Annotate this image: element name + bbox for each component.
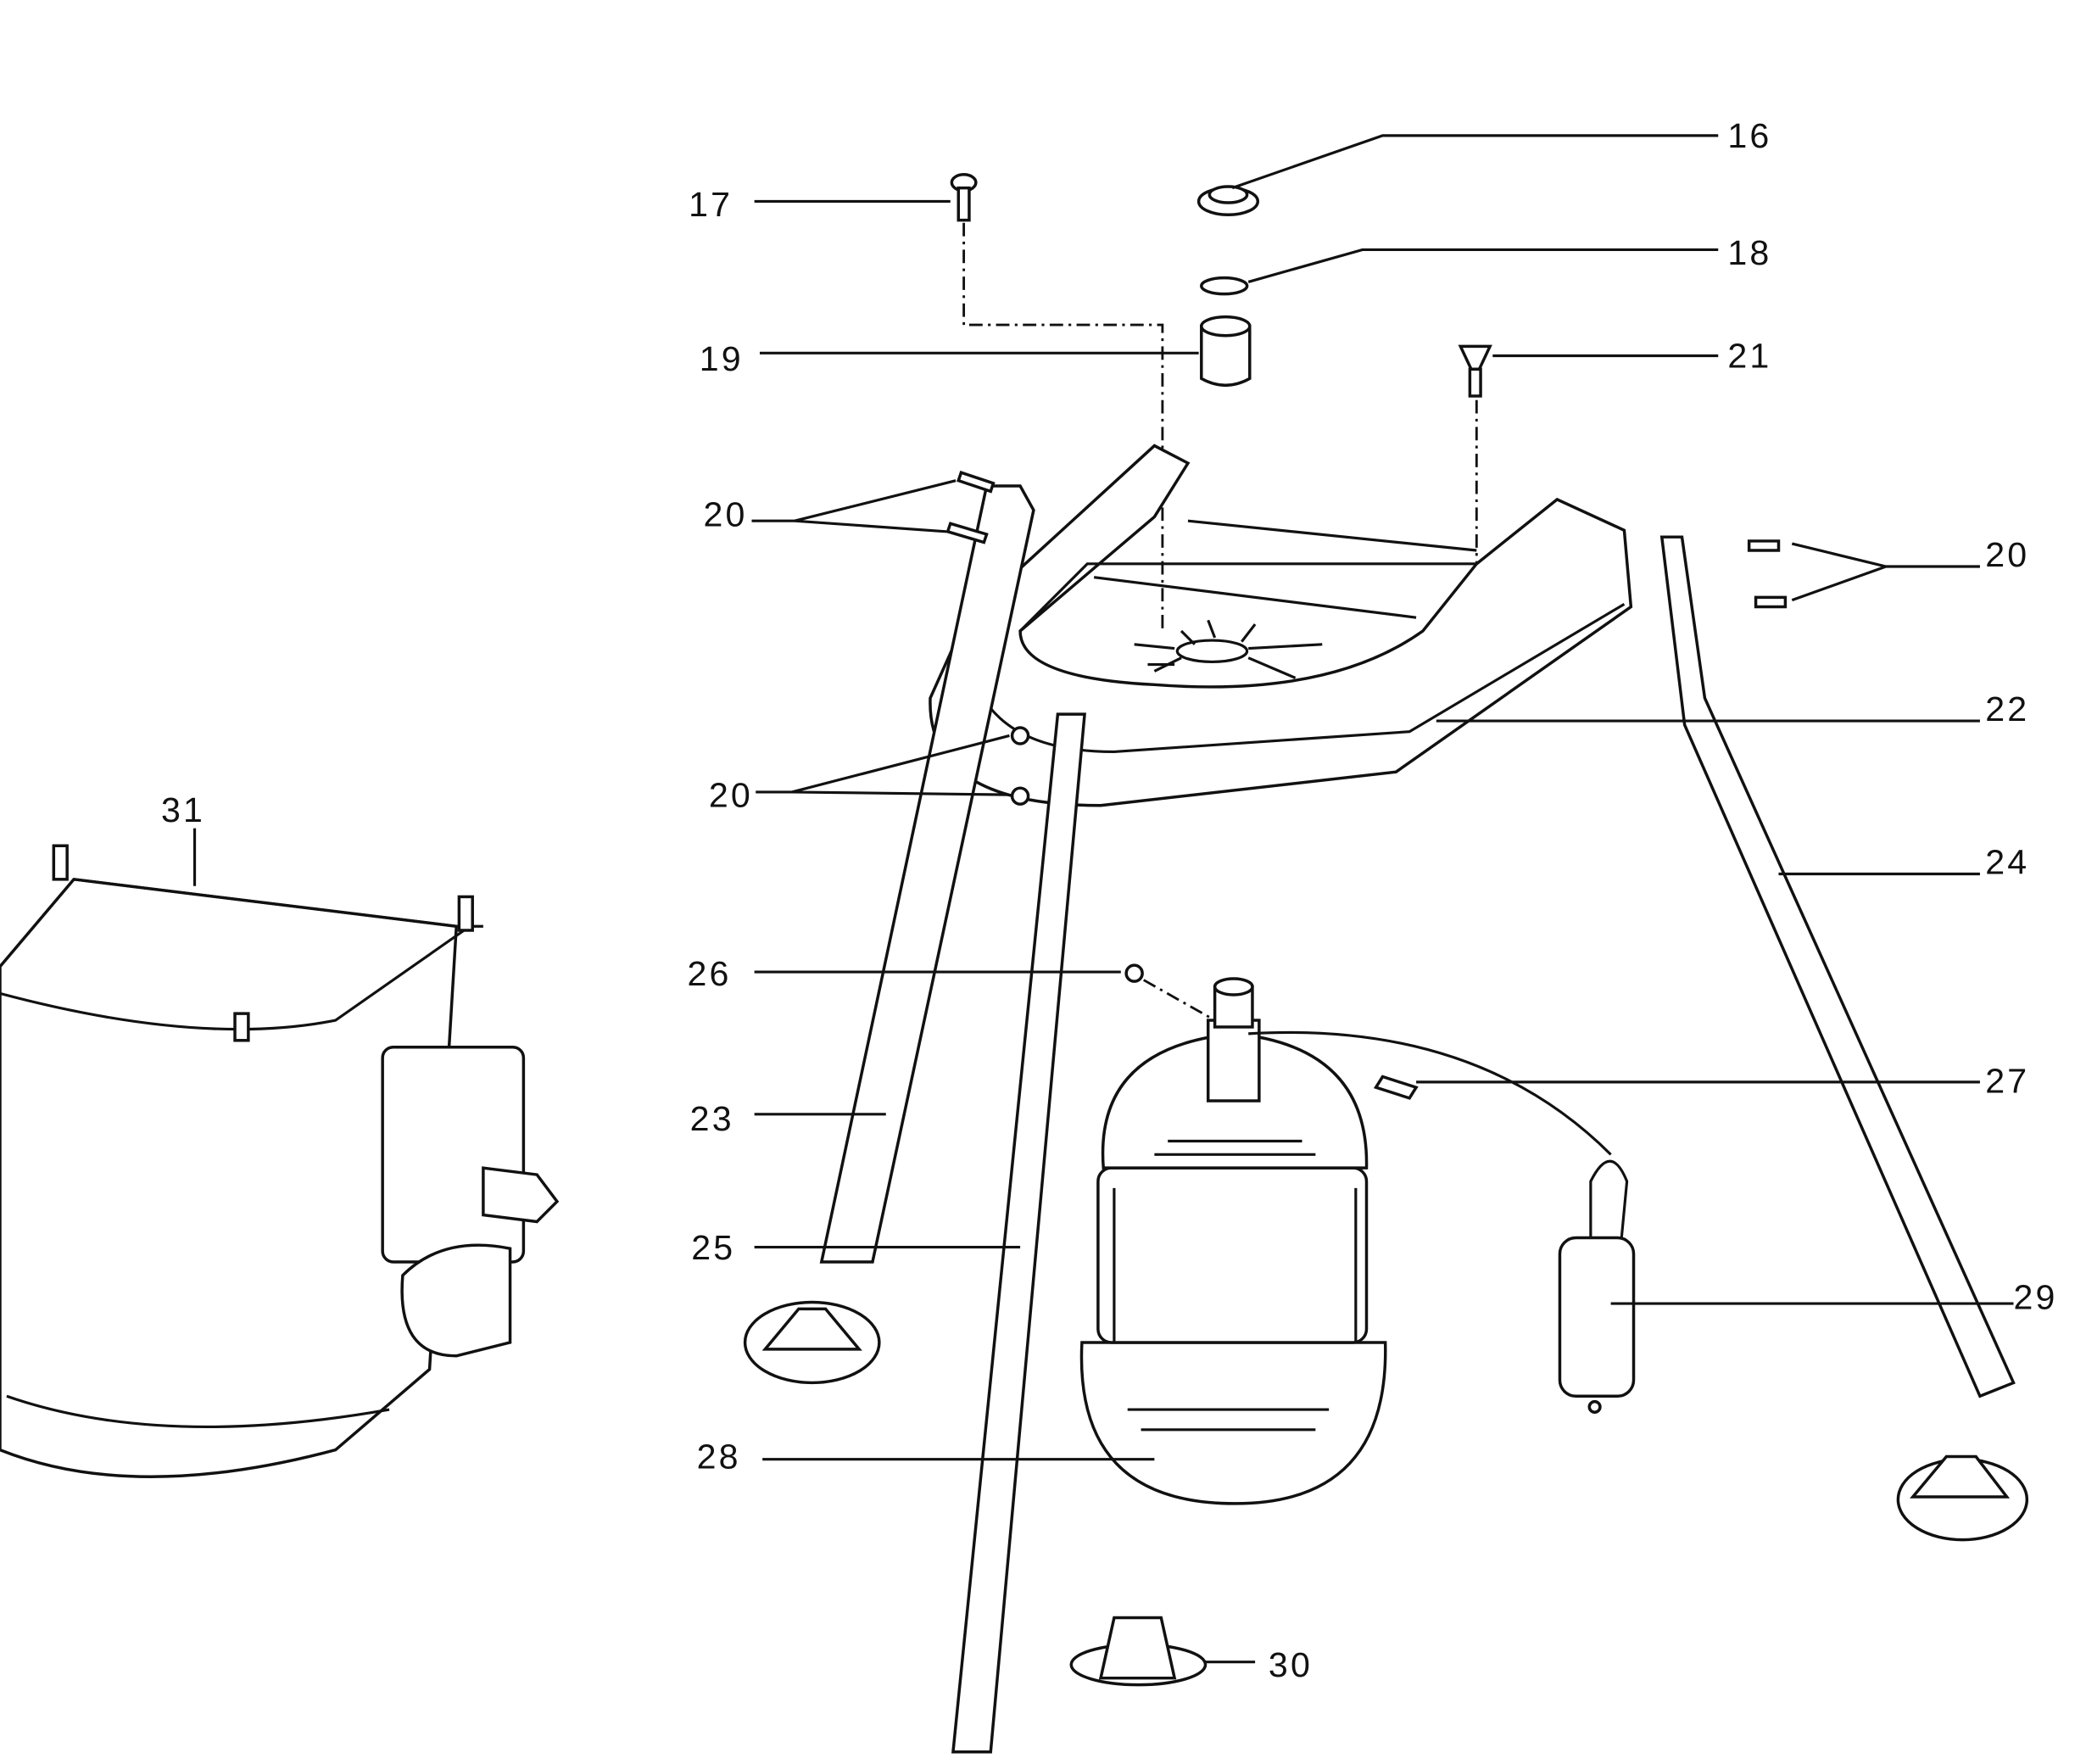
- part-17-screw: [950, 173, 978, 222]
- part-16-cap: [1196, 185, 1260, 217]
- part-26-nut: [1124, 963, 1144, 983]
- callout-30: 30: [1269, 1645, 1313, 1684]
- callout-22: 22: [1985, 689, 2029, 728]
- callout-16: 16: [1727, 116, 1771, 155]
- part-29-capacitor: [1558, 1159, 1636, 1415]
- callout-26: 26: [688, 954, 732, 993]
- callout-29: 29: [2014, 1277, 2058, 1316]
- feet: [743, 1300, 2029, 1687]
- callout-21: 21: [1727, 337, 1771, 376]
- leader-lines: [192, 134, 2014, 1664]
- callout-27: 27: [1985, 1062, 2029, 1101]
- callout-20-top-left: 20: [703, 495, 747, 534]
- part-31-housing: [0, 844, 560, 1478]
- part-22-frame: [929, 444, 1633, 807]
- part-28-motor: [1079, 977, 1612, 1505]
- callout-31: 31: [161, 790, 205, 829]
- part-27-screw: [1373, 1075, 1419, 1100]
- part-18-washer: [1200, 276, 1249, 296]
- callout-28: 28: [697, 1437, 741, 1477]
- callout-20-right: 20: [1985, 535, 2029, 574]
- callout-20-middle: 20: [709, 775, 753, 814]
- callout-18: 18: [1727, 233, 1771, 272]
- part-23-leg: [819, 484, 1035, 1264]
- callout-25: 25: [691, 1228, 735, 1267]
- part-19-bushing: [1200, 315, 1252, 388]
- callout-19: 19: [700, 339, 744, 378]
- part-21-screw: [1458, 344, 1492, 398]
- part-20-screws: [945, 470, 1788, 609]
- part-24-leg: [1659, 535, 2016, 1398]
- callout-23: 23: [690, 1099, 734, 1138]
- callout-24: 24: [1985, 843, 2029, 882]
- part-25-leg: [951, 712, 1086, 1754]
- callout-17: 17: [689, 185, 733, 224]
